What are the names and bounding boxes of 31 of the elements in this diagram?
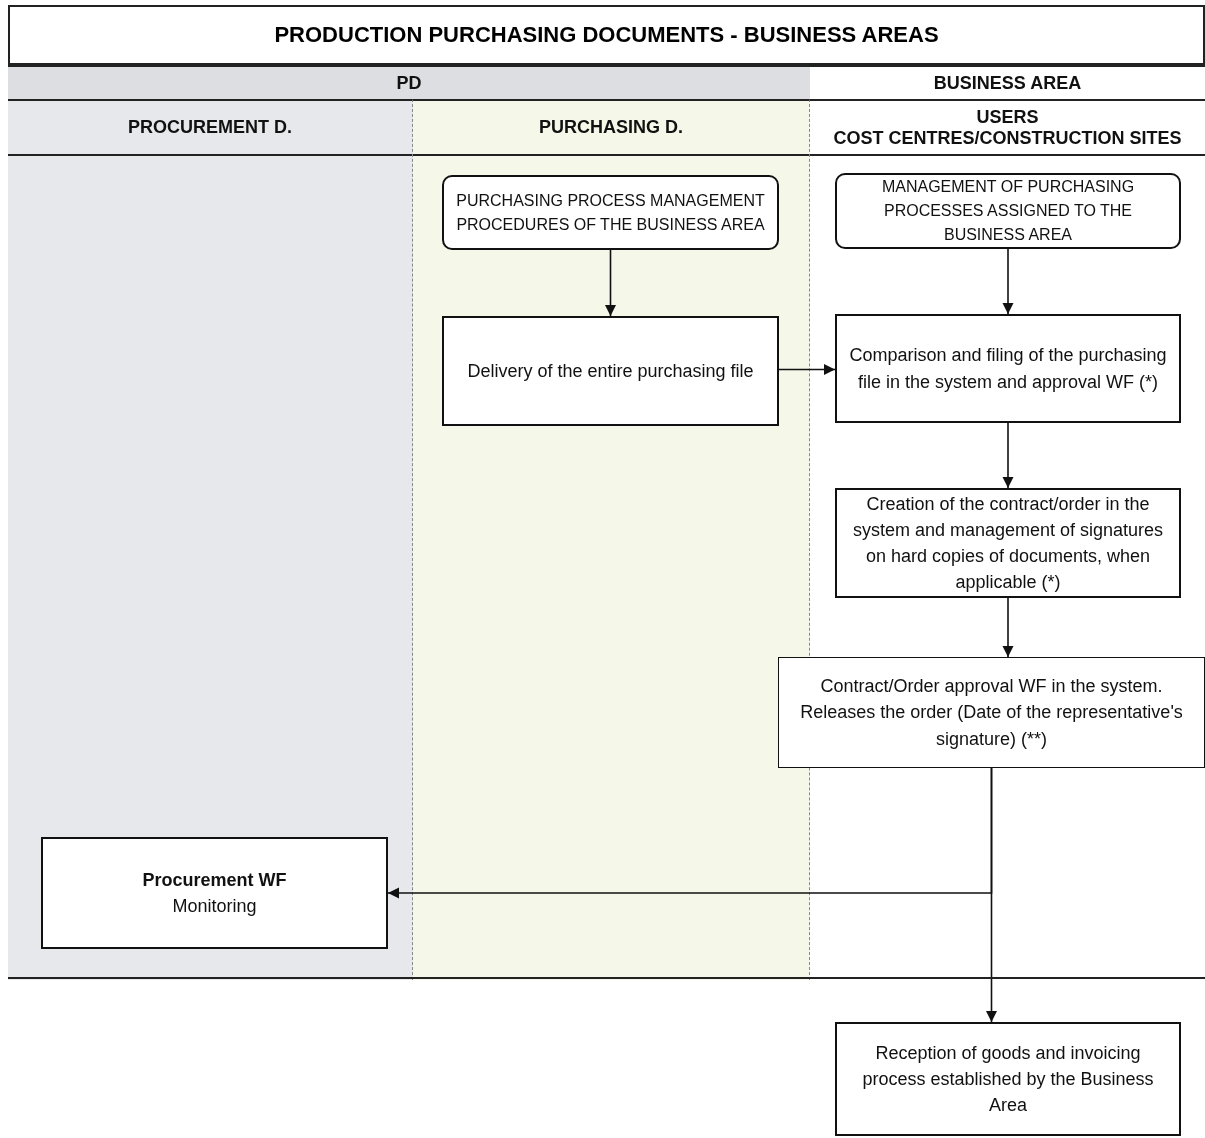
process-box	[835, 488, 1181, 598]
box-text: Comparison and filing of the purchasing file in the system and approval WF (*)	[848, 344, 1168, 394]
box-text: Delivery of the entire purchasing file	[467, 359, 754, 383]
lane-title: USERS	[975, 106, 1040, 128]
box-heading: Procurement WF	[142, 868, 287, 892]
box-text: MANAGEMENT OF PURCHASING PROCESSES ASSIGNED TO THE BUSINESS AREA	[880, 177, 1136, 245]
swimlane	[8, 99, 413, 980]
box-text: Creation of the contract/order in the system and management of signatures on hard copies of documents, when applicable (*)	[851, 492, 1165, 595]
arrow	[778, 363, 836, 376]
lane-title: PROCUREMENT D.	[127, 117, 293, 138]
arrow	[1002, 597, 1014, 658]
box-text: PURCHASING PROCESS MANAGEMENT PROCEDURES OF THE BUSINESS AREA	[455, 190, 766, 235]
box-text: Monitoring	[172, 895, 257, 918]
box-text: Reception of goods and invoicing process established by the Business Area	[861, 1041, 1155, 1118]
process-box	[778, 657, 1205, 768]
arrow	[985, 767, 998, 1023]
box-text: Contract/Order approval WF in the system. Releases the order (Date of the representative's signature) (**)	[799, 675, 1184, 751]
rounded-process-box	[442, 175, 779, 250]
lane-title: PURCHASING D.	[538, 117, 684, 138]
process-box	[835, 1022, 1181, 1136]
lane-title: COST CENTRES/CONSTRUCTION SITES	[832, 127, 1183, 149]
arrow	[1002, 248, 1014, 315]
rounded-process-box	[835, 173, 1181, 249]
arrow	[1002, 422, 1014, 489]
lane-title: PD	[395, 72, 423, 94]
arrow	[604, 249, 617, 317]
process-box	[442, 316, 779, 426]
process-box	[835, 314, 1181, 423]
process-box	[41, 837, 388, 949]
diagram-title: PRODUCTION PURCHASING DOCUMENTS - BUSINESS AREAS	[8, 5, 1205, 65]
lane-title: BUSINESS AREA	[932, 72, 1083, 94]
